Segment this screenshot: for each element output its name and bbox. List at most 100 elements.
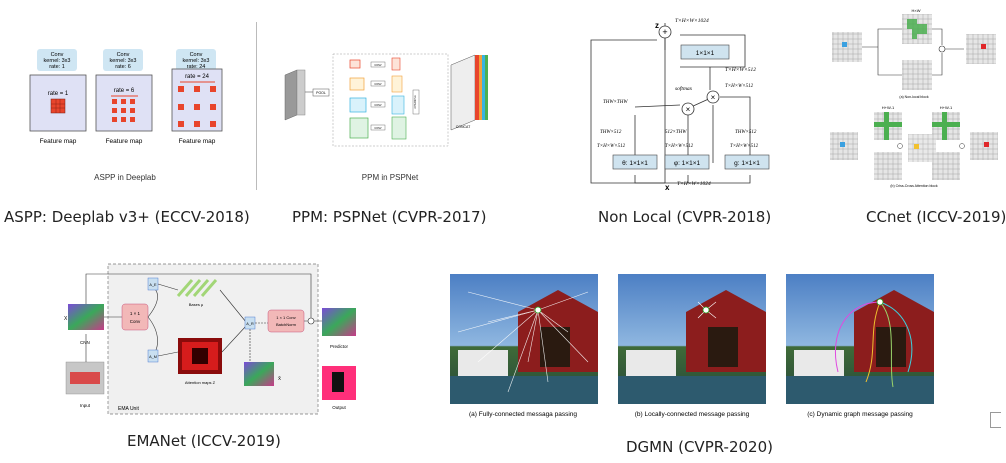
ccnet-panel: H×W (a) Non-local block H+W-1 H+W-1 (b) … — [828, 4, 1000, 190]
svg-text:φ: 1×1×1: φ: 1×1×1 — [674, 160, 701, 167]
aspp-panel: Conv kernel: 3x3 rate: 1 Conv kernel: 3x… — [0, 0, 250, 200]
svg-text:×: × — [711, 93, 716, 102]
emanet-diagram: X CNN Input 1 × 1 Conv A_E A_M Bases μ A… — [64, 263, 356, 415]
aspp-feature-map-3: rate = 24 Feature map — [171, 68, 223, 145]
svg-text:softmax: softmax — [675, 85, 693, 92]
svg-text:kernel: 3x3: kernel: 3x3 — [44, 58, 71, 64]
svg-text:CONV: CONV — [374, 83, 382, 86]
svg-text:CONV: CONV — [374, 104, 382, 107]
svg-text:rate = 24: rate = 24 — [185, 74, 210, 80]
aspp-subtitle: ASPP in Deeplab — [94, 173, 156, 182]
svg-text:rate = 1: rate = 1 — [48, 91, 69, 97]
svg-text:512×THW: 512×THW — [665, 130, 687, 135]
svg-text:THW×512: THW×512 — [600, 130, 622, 135]
ppm-caption: PPM: PSPNet (CVPR-2017) — [292, 208, 487, 226]
svg-text:THW×THW: THW×THW — [603, 100, 628, 105]
svg-text:x: x — [665, 183, 670, 192]
svg-text:rate: 6: rate: 6 — [115, 64, 131, 70]
emanet-panel: X CNN Input 1 × 1 Conv A_E A_M Bases μ A… — [60, 262, 360, 422]
aspp-caption: ASPP: Deeplab v3+ (ECCV-2018) — [4, 208, 250, 226]
svg-text:Conv: Conv — [190, 52, 203, 58]
svg-text:+: + — [662, 27, 667, 37]
dgmn-diagram: (a) Fully-connected messaga passing (b) … — [450, 274, 934, 418]
svg-text:T×H×W×512: T×H×W×512 — [665, 144, 694, 149]
svg-text:rate: 24: rate: 24 — [187, 64, 206, 70]
dgmn-panel: (a) Fully-connected messaga passing (b) … — [448, 272, 944, 432]
svg-text:Input: Input — [80, 403, 91, 408]
svg-text:1×1×1: 1×1×1 — [696, 50, 715, 57]
dgmn-image-a: (a) Fully-connected messaga passing — [450, 274, 598, 418]
svg-text:T×H×W×1024: T×H×W×1024 — [677, 180, 711, 187]
svg-text:z: z — [655, 21, 659, 30]
ccnet-diagram: H×W (a) Non-local block H+W-1 H+W-1 (b) … — [830, 8, 998, 188]
svg-text:Conv: Conv — [117, 52, 130, 58]
svg-text:(b) Locally-connected message: (b) Locally-connected message passing — [635, 411, 750, 418]
svg-text:A_E: A_E — [149, 283, 157, 287]
dgmn-caption: DGMN (CVPR-2020) — [626, 438, 773, 456]
aspp-conv-1: Conv kernel: 3x3 rate: 1 — [37, 49, 77, 71]
aspp-diagram: Conv kernel: 3x3 rate: 1 Conv kernel: 3x… — [29, 49, 223, 182]
svg-text:H+W-1: H+W-1 — [882, 105, 895, 110]
svg-text:1 × 1: 1 × 1 — [130, 311, 141, 316]
svg-text:Feature map: Feature map — [106, 138, 143, 145]
svg-text:rate: 1: rate: 1 — [49, 64, 65, 70]
svg-text:X̃: X̃ — [278, 375, 281, 381]
aspp-feature-map-2: rate = 6 Feature map — [95, 74, 153, 145]
svg-text:Bases μ: Bases μ — [189, 302, 204, 307]
svg-text:BatchNorm: BatchNorm — [276, 322, 297, 327]
svg-text:H×W: H×W — [912, 8, 921, 13]
nonlocal-panel: + z T×H×W×1024 1×1×1 T×H×W×512 softmax T… — [585, 15, 785, 193]
aspp-conv-3: Conv kernel: 3x3 rate: 24 — [176, 49, 216, 71]
ppm-concat: CONCAT — [450, 54, 488, 131]
emanet-caption: EMANet (ICCV-2019) — [127, 432, 281, 450]
svg-text:Output: Output — [332, 405, 346, 410]
svg-text:T×H×W×512: T×H×W×512 — [730, 144, 759, 149]
svg-text:Attention maps Z: Attention maps Z — [185, 380, 216, 385]
svg-text:EMA Unit: EMA Unit — [118, 406, 139, 412]
svg-text:rate = 6: rate = 6 — [114, 88, 135, 94]
aspp-divider — [256, 22, 257, 190]
svg-text:THW×512: THW×512 — [735, 130, 757, 135]
svg-text:×: × — [686, 105, 691, 114]
ppm-pyramid: CONV CONV CONV CONV UPSAMPLE — [349, 57, 420, 140]
ppm-panel: POOL CONV CONV CONV CONV UPSAMPLE — [275, 40, 500, 190]
svg-text:Conv: Conv — [130, 319, 141, 324]
svg-text:(b) Criss-Cross Attention bloc: (b) Criss-Cross Attention block — [890, 184, 938, 188]
svg-text:A_M: A_M — [149, 355, 157, 359]
corner-box — [990, 412, 1001, 428]
svg-text:CONV: CONV — [374, 64, 382, 67]
svg-text:T×H×W×512: T×H×W×512 — [597, 144, 626, 149]
svg-text:Conv: Conv — [51, 52, 64, 58]
svg-text:T×H×W×1024: T×H×W×1024 — [675, 17, 709, 24]
svg-text:T×H×W×512: T×H×W×512 — [725, 67, 756, 73]
svg-text:Feature map: Feature map — [40, 138, 77, 145]
aspp-conv-2: Conv kernel: 3x3 rate: 6 — [103, 49, 143, 71]
svg-text:(c) Dynamic graph message pass: (c) Dynamic graph message passing — [807, 411, 913, 418]
svg-text:UPSAMPLE: UPSAMPLE — [414, 95, 417, 109]
svg-text:CNN: CNN — [80, 340, 90, 345]
svg-text:(a) Non-local block: (a) Non-local block — [899, 95, 928, 99]
dgmn-image-c: (c) Dynamic graph message passing — [786, 274, 934, 418]
svg-text:g: 1×1×1: g: 1×1×1 — [734, 160, 760, 167]
svg-text:A_R: A_R — [246, 322, 254, 326]
svg-text:Predictor: Predictor — [330, 344, 349, 349]
svg-text:1 × 1 Conv: 1 × 1 Conv — [276, 315, 295, 320]
svg-text:POOL: POOL — [316, 91, 326, 95]
svg-text:CONV: CONV — [374, 127, 382, 130]
ccnet-caption: CCnet (ICCV-2019) — [866, 208, 1006, 226]
svg-text:H+W-1: H+W-1 — [940, 105, 953, 110]
svg-text:T×H×W×512: T×H×W×512 — [725, 84, 754, 89]
svg-text:(a) Fully-connected messaga pa: (a) Fully-connected messaga passing — [469, 411, 577, 418]
dgmn-image-b: (b) Locally-connected message passing — [618, 274, 766, 418]
ppm-diagram: POOL CONV CONV CONV CONV UPSAMPLE — [284, 53, 488, 182]
svg-text:Feature map: Feature map — [179, 138, 216, 145]
aspp-feature-map-1: rate = 1 Feature map — [29, 74, 87, 145]
ppm-subtitle: PPM in PSPNet — [362, 173, 419, 182]
svg-text:CONCAT: CONCAT — [456, 125, 471, 129]
svg-text:θ: 1×1×1: θ: 1×1×1 — [622, 160, 648, 167]
nonlocal-caption: Non Local (CVPR-2018) — [598, 208, 772, 226]
svg-text:kernel: 3x3: kernel: 3x3 — [110, 58, 137, 64]
nonlocal-diagram: + z T×H×W×1024 1×1×1 T×H×W×512 softmax T… — [590, 17, 770, 192]
svg-text:X: X — [64, 316, 68, 322]
svg-text:kernel: 3x3: kernel: 3x3 — [183, 58, 210, 64]
